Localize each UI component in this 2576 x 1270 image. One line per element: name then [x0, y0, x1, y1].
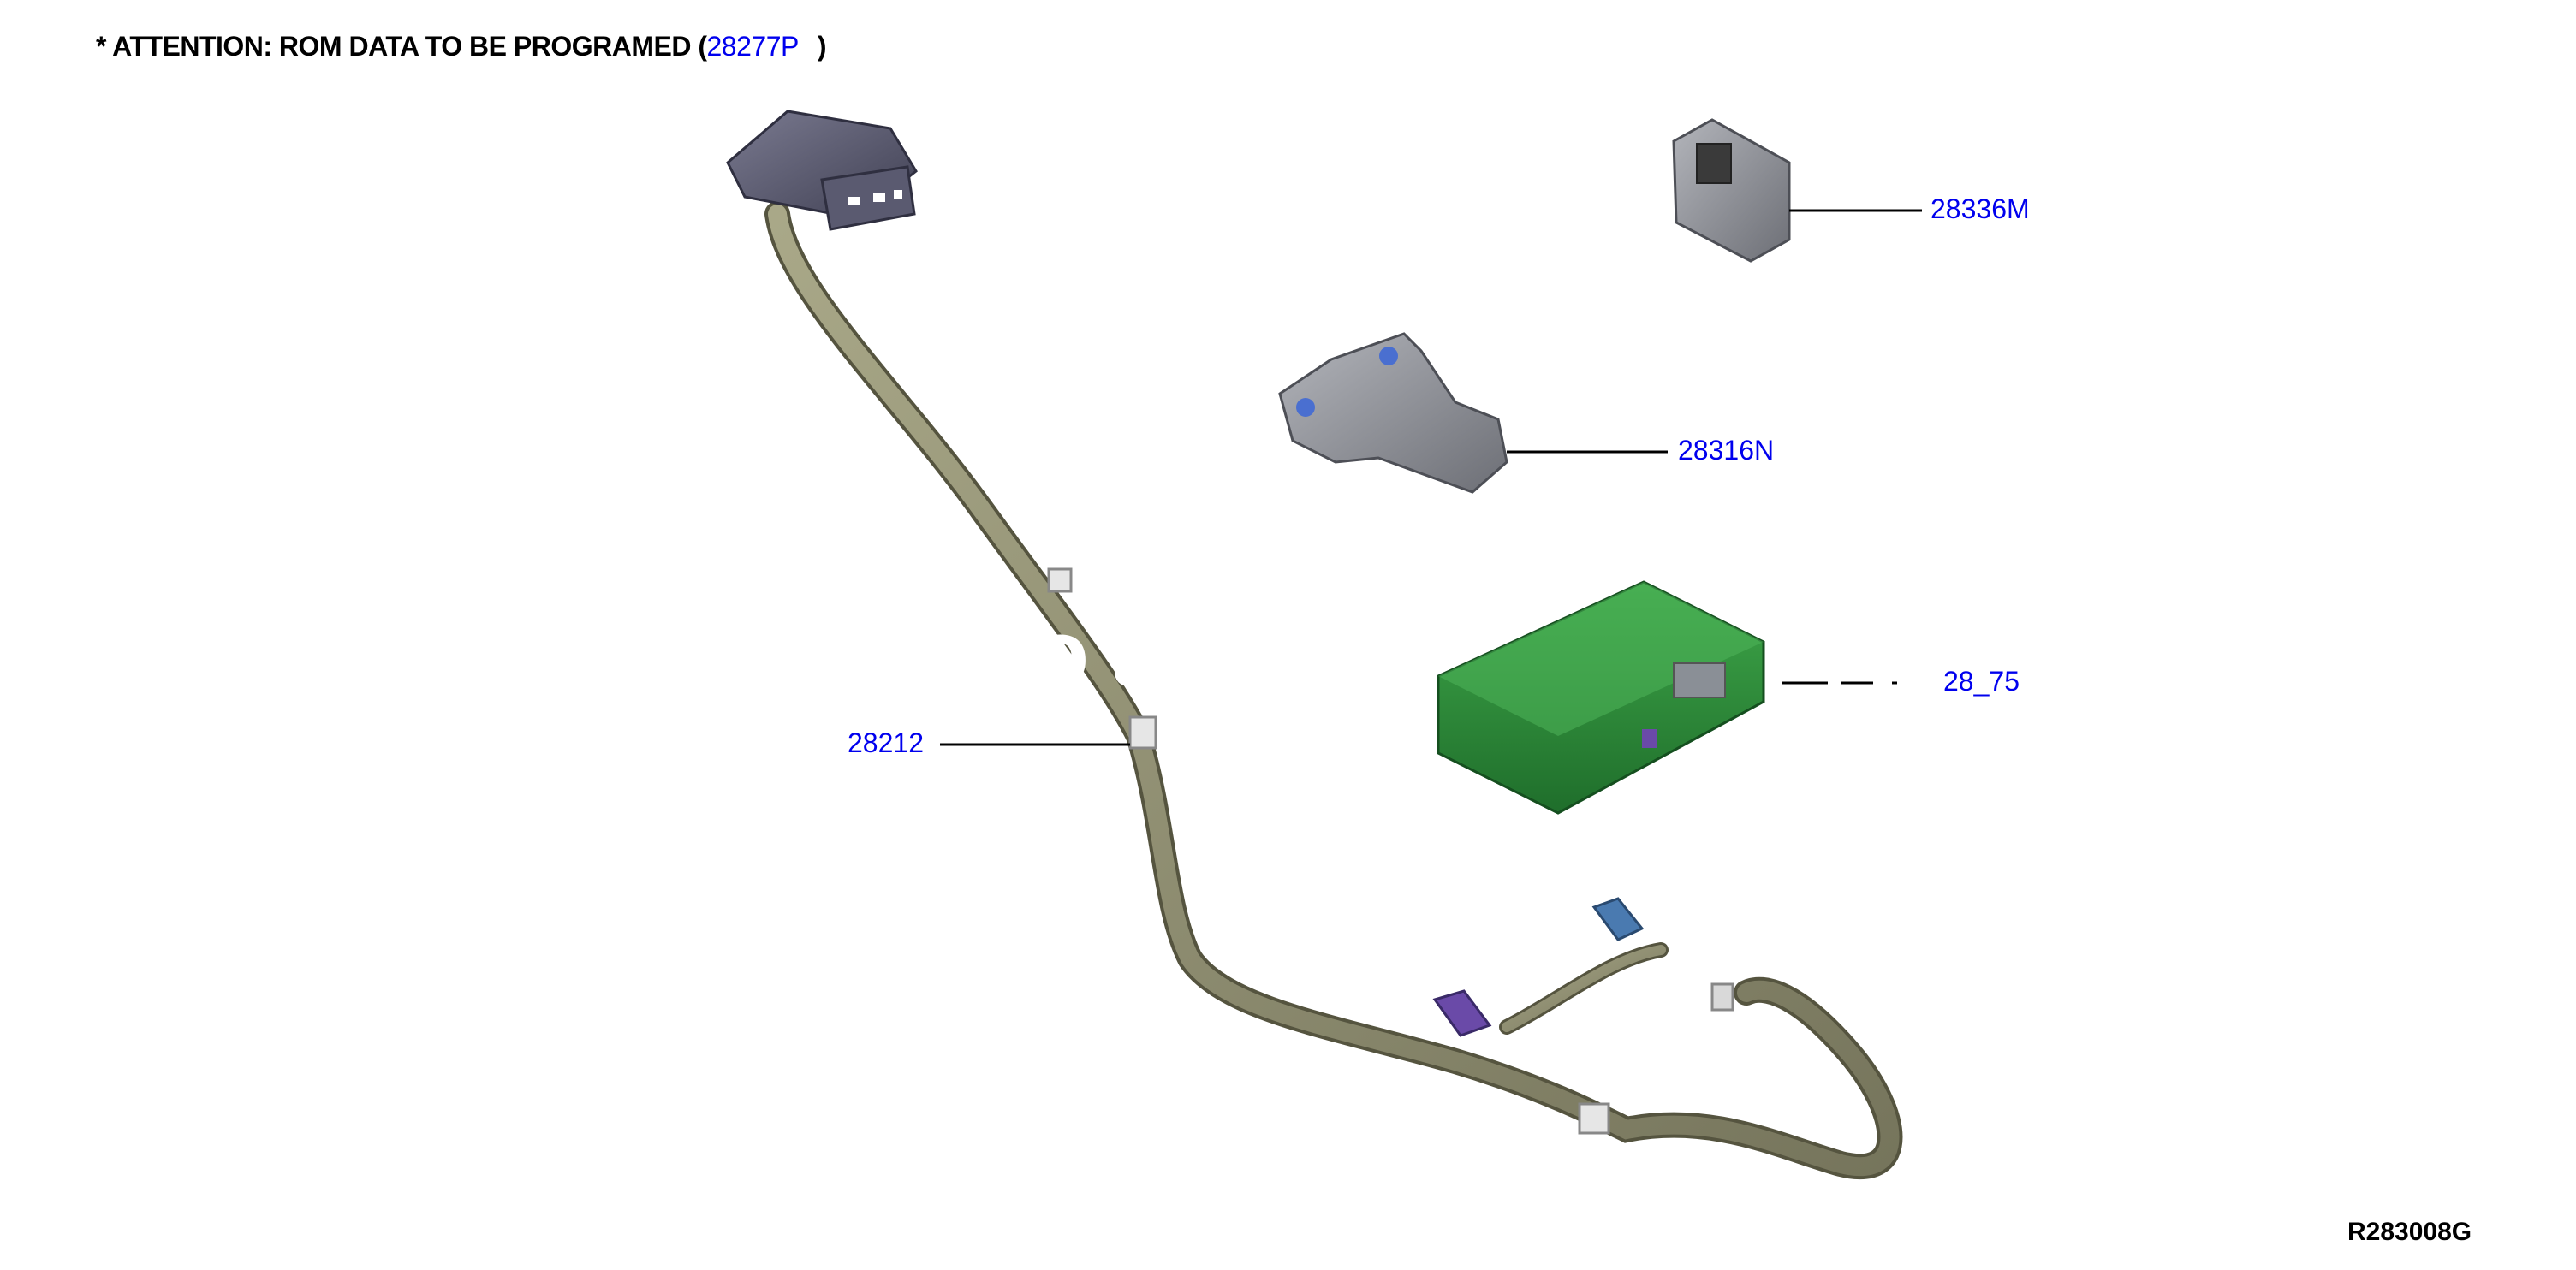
- harness-branch-highlight: [1502, 945, 1666, 1032]
- diagram-reference-code: R283008G: [2347, 1218, 2472, 1246]
- bracket-28316N: [1278, 332, 1668, 494]
- attention-note: * ATTENTION: ROM DATA TO BE PROGRAMED (2…: [96, 31, 826, 62]
- callout-28316N[interactable]: 28316N: [1678, 435, 1775, 466]
- attention-suffix: ): [817, 31, 827, 62]
- connector-purple: [1432, 989, 1492, 1037]
- callout-28212[interactable]: 28212: [848, 727, 924, 758]
- callout-28275[interactable]: 28_75: [1943, 666, 2020, 697]
- harness-28212: [764, 201, 1903, 1180]
- callout-28336M[interactable]: 28336M: [1931, 193, 2030, 224]
- harness-clip-upper: [1047, 567, 1073, 593]
- attention-prefix: * ATTENTION: ROM DATA TO BE PROGRAMED (: [96, 31, 707, 62]
- harness-cable-highlight: [768, 205, 1900, 1177]
- harness-clip-lower: [1578, 1102, 1610, 1135]
- module-28336M: [1672, 118, 1922, 263]
- attention-part-link[interactable]: 28277P: [706, 31, 800, 62]
- connector-blue: [1591, 897, 1645, 941]
- antenna-base: [726, 110, 918, 231]
- module-28275: [1437, 580, 1916, 815]
- harness-clip-middle: [1128, 715, 1157, 750]
- harness-clip-right: [1710, 982, 1734, 1012]
- watermark-text: o atalog: [1032, 601, 1381, 706]
